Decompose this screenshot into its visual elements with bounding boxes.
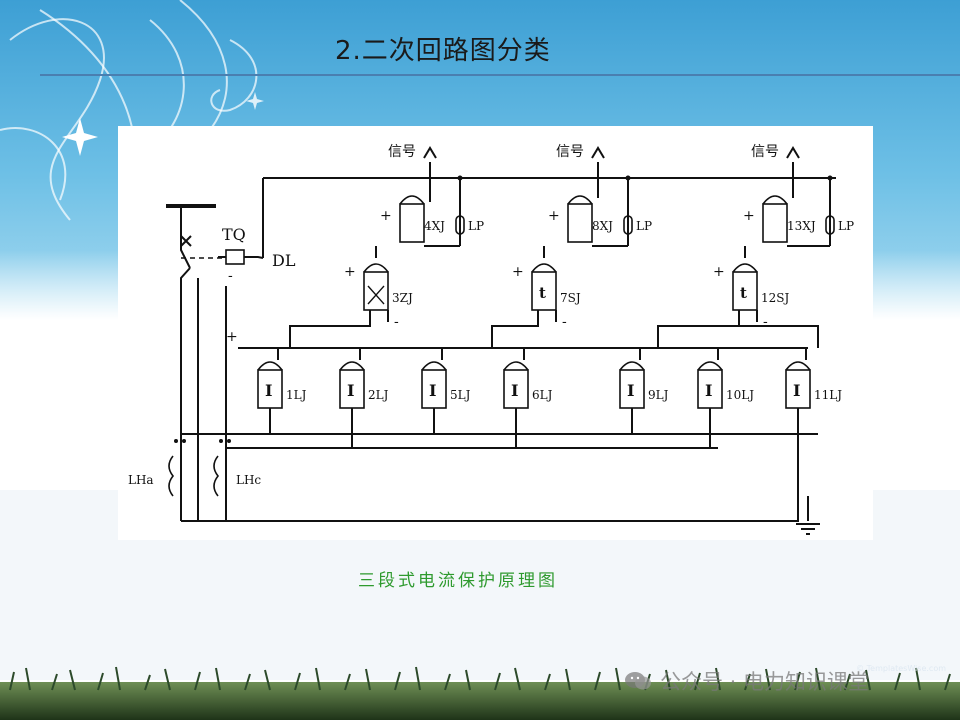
- current-relay-symbol: I: [429, 381, 436, 400]
- current-relay-symbol: I: [347, 381, 354, 400]
- plus-sign: +: [743, 208, 755, 224]
- wechat-icon: [625, 672, 651, 690]
- time-relay-label: 12SJ: [761, 291, 789, 305]
- minus-sign: -: [394, 314, 399, 330]
- current-transformer-label: LHa: [128, 473, 154, 487]
- current-relay-label: 5LJ: [450, 388, 471, 402]
- minus-sign: -: [228, 268, 233, 284]
- current-relay-symbol: I: [265, 381, 272, 400]
- circuit-diagram-panel: 信号 信号 信号 TQ DL 4XJ 8XJ 13XJ LP LP LP 3ZJ…: [118, 126, 873, 540]
- signal-relay-label: 8XJ: [592, 219, 613, 233]
- current-relay-label: 10LJ: [726, 388, 754, 402]
- signal-relay-label: 4XJ: [424, 219, 445, 233]
- time-relay-symbol: t: [740, 284, 747, 302]
- current-relay-label: 6LJ: [532, 388, 553, 402]
- breaker-label: DL: [272, 251, 296, 270]
- signal-label: 信号: [556, 144, 584, 160]
- time-relay-symbol: t: [539, 284, 546, 302]
- watermark-text: 公众号 · 电力知识课堂: [660, 670, 870, 694]
- plus-sign: +: [713, 264, 725, 280]
- jumper-label: LP: [838, 219, 854, 233]
- current-relay-label: 11LJ: [814, 388, 842, 402]
- current-relay-label: 1LJ: [286, 388, 307, 402]
- plus-sign: +: [380, 208, 392, 224]
- current-relay-row: [257, 361, 811, 409]
- signal-label: 信号: [751, 144, 779, 160]
- signal-label: 信号: [388, 144, 416, 160]
- sparkle-icon: [62, 92, 264, 156]
- jumper-label: LP: [468, 219, 484, 233]
- signal-relay-label: 13XJ: [787, 219, 816, 233]
- plus-sign: +: [548, 208, 560, 224]
- current-relay-label: 9LJ: [648, 388, 669, 402]
- plus-sign: +: [512, 264, 524, 280]
- title-divider: [40, 74, 960, 76]
- plus-sign: +: [344, 264, 356, 280]
- template-credit: © TemplatesWise.com: [856, 664, 946, 673]
- jumper-label: LP: [636, 219, 652, 233]
- current-transformer-label: LHc: [236, 473, 261, 487]
- current-relay-label: 2LJ: [368, 388, 389, 402]
- grass-strip: [0, 666, 960, 720]
- wechat-watermark: 公众号 · 电力知识课堂: [624, 666, 869, 696]
- current-relay-symbol: I: [705, 381, 712, 400]
- time-relay-label: 7SJ: [560, 291, 581, 305]
- trip-coil-label: TQ: [222, 225, 246, 244]
- minus-sign: -: [763, 314, 768, 330]
- intermediate-relay-label: 3ZJ: [392, 291, 413, 305]
- diagram-caption: 三段式电流保护原理图: [358, 571, 558, 591]
- current-relay-symbol: I: [793, 381, 800, 400]
- current-relay-symbol: I: [627, 381, 634, 400]
- slide-title: 2.二次回路图分类: [335, 36, 551, 66]
- minus-sign: -: [562, 314, 567, 330]
- plus-sign: +: [226, 329, 238, 345]
- three-stage-current-protection-diagram: 信号 信号 信号 TQ DL 4XJ 8XJ 13XJ LP LP LP 3ZJ…: [128, 144, 854, 535]
- current-relay-symbol: I: [511, 381, 518, 400]
